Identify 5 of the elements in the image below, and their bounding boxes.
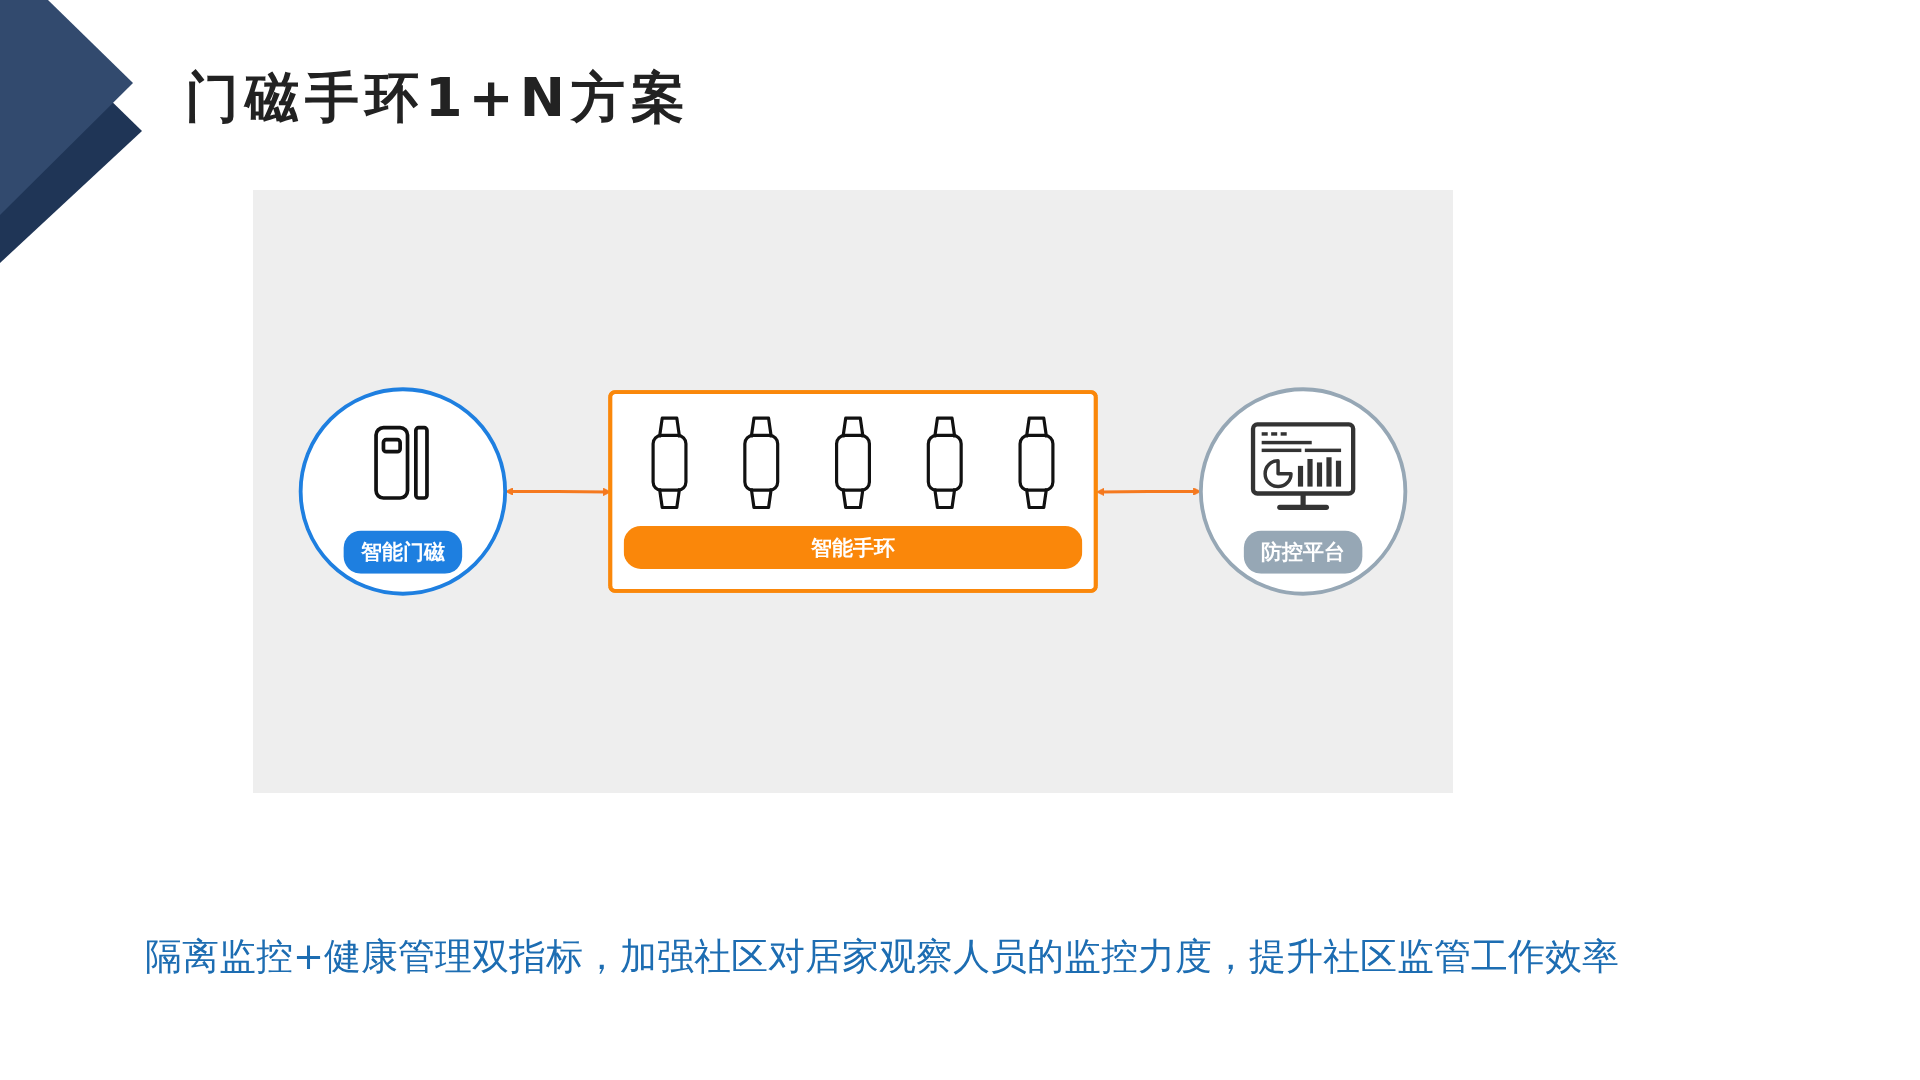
node-circle [298, 387, 508, 596]
node-circle [1198, 387, 1408, 596]
caption: 隔离监控+健康管理双指标，加强社区对居家观察人员的监控力度，提升社区监管工作效率 [145, 934, 1619, 980]
title: 门磁手环1+N方案 [185, 65, 691, 131]
diagram-panel: 智能门磁 智能手环 防控平台 [253, 190, 1453, 793]
